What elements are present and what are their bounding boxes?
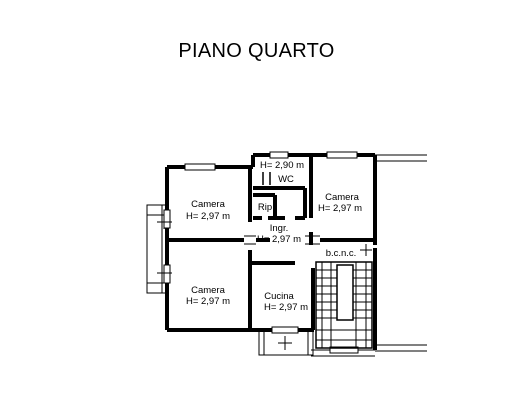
page-title: PIANO QUARTO — [178, 40, 335, 62]
room-height-entrance: H= 2,97 m — [257, 234, 301, 245]
room-label-bedroom-1: Camera — [191, 199, 226, 210]
room-height-wc: H= 2,90 m — [260, 160, 304, 171]
staircase — [315, 261, 373, 349]
room-label-storage: Rip — [258, 202, 272, 213]
room-height-bedroom-2: H= 2,97 m — [186, 296, 230, 307]
room-label-wc: WC — [278, 174, 294, 185]
room-label-bedroom-2: Camera — [191, 285, 226, 296]
windows — [163, 151, 359, 354]
doors — [157, 215, 372, 350]
room-label-common-areas: b.c.n.c. — [326, 248, 357, 259]
left-balcony — [146, 204, 168, 294]
room-height-bedroom-1: H= 2,97 m — [186, 211, 230, 222]
wc-fixtures — [262, 172, 271, 185]
room-label-kitchen: Cucina — [264, 291, 294, 302]
interior-walls — [167, 155, 375, 330]
room-labels: Camera H= 2,97 m Camera H= 2,97 m Camera… — [186, 160, 362, 313]
room-height-bedroom-3: H= 2,97 m — [318, 203, 362, 214]
room-label-bedroom-3: Camera — [325, 192, 360, 203]
room-label-entrance: Ingr. — [270, 223, 289, 234]
outline-extensions — [311, 154, 427, 357]
room-height-kitchen: H= 2,97 m — [264, 302, 308, 313]
